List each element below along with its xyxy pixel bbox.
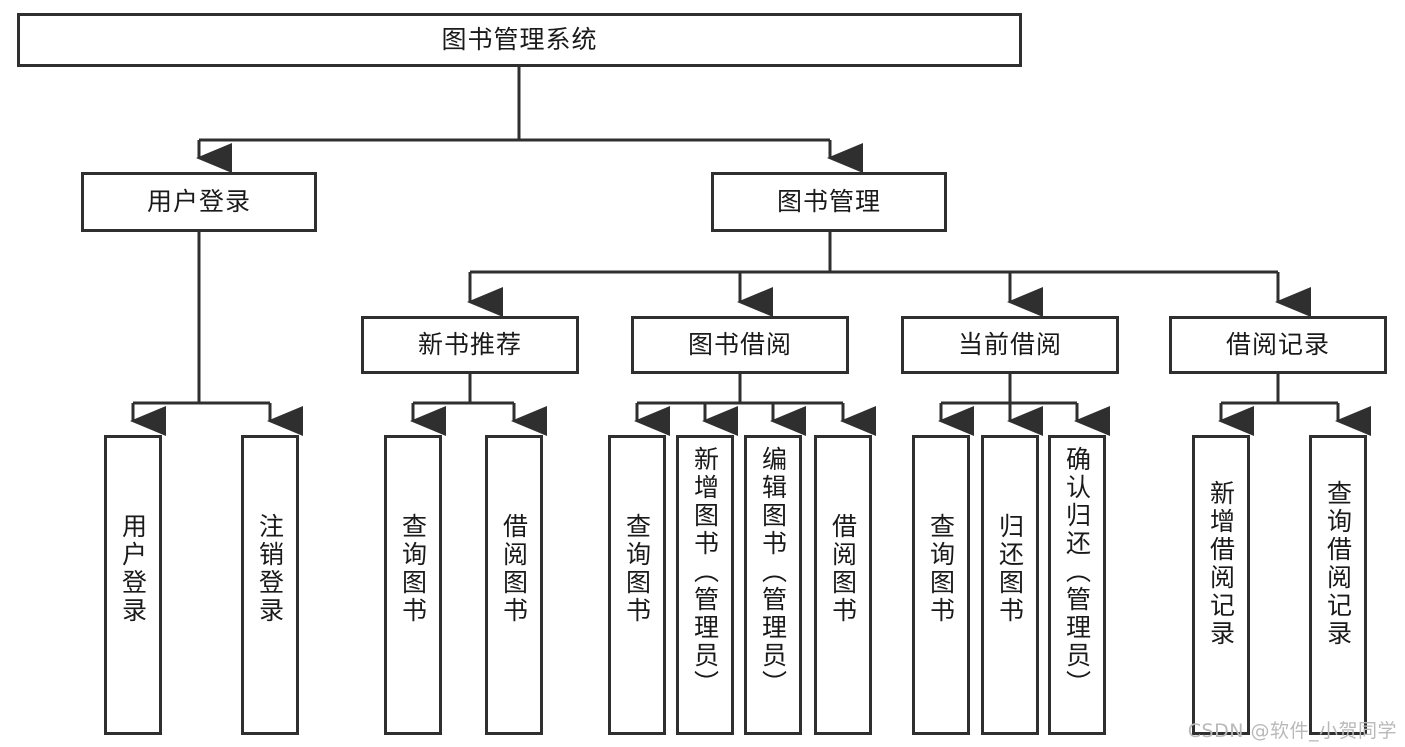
leaf-record-add-record[interactable]: 新增借阅记录 — [1192, 435, 1250, 735]
node-label: 图书管理 — [776, 187, 881, 217]
node-label: 归还图书 — [995, 513, 1025, 625]
node-user-login[interactable]: 用户登录 — [81, 172, 317, 232]
node-label: 用户登录 — [118, 513, 148, 625]
leaf-user-login-signout[interactable]: 注销登录 — [241, 435, 299, 735]
leaf-record-query-record[interactable]: 查询借阅记录 — [1309, 435, 1367, 735]
node-label: 新书推荐 — [417, 330, 522, 360]
node-book-management[interactable]: 图书管理 — [711, 172, 947, 232]
node-book-borrow[interactable]: 图书借阅 — [631, 316, 849, 374]
node-label: 查询图书 — [622, 513, 652, 625]
node-label: 借阅记录 — [1225, 330, 1330, 360]
node-borrow-record[interactable]: 借阅记录 — [1169, 316, 1387, 374]
node-label: 图书管理系统 — [441, 25, 598, 55]
leaf-current-query-book[interactable]: 查询图书 — [912, 435, 970, 735]
node-new-book-recommend[interactable]: 新书推荐 — [361, 316, 579, 374]
leaf-current-confirm-return-admin[interactable]: 确认归还（管理员） — [1048, 435, 1106, 735]
node-root-system[interactable]: 图书管理系统 — [17, 13, 1022, 67]
node-label: 当前借阅 — [957, 330, 1062, 360]
node-label: 编辑图书（管理员） — [758, 446, 788, 698]
leaf-new-book-borrow[interactable]: 借阅图书 — [485, 435, 543, 735]
leaf-new-book-query[interactable]: 查询图书 — [384, 435, 442, 735]
node-label: 查询图书 — [398, 513, 428, 625]
leaf-borrow-add-book-admin[interactable]: 新增图书（管理员） — [676, 435, 734, 735]
node-label: 新增借阅记录 — [1206, 480, 1236, 648]
leaf-current-return-book[interactable]: 归还图书 — [981, 435, 1039, 735]
leaf-borrow-edit-book-admin[interactable]: 编辑图书（管理员） — [744, 435, 802, 735]
node-label: 新增图书（管理员） — [690, 446, 720, 698]
node-label: 借阅图书 — [499, 513, 529, 625]
leaf-user-login-signin[interactable]: 用户登录 — [104, 435, 162, 735]
node-current-borrow[interactable]: 当前借阅 — [901, 316, 1119, 374]
node-label: 确认归还（管理员） — [1062, 446, 1092, 698]
node-label: 借阅图书 — [828, 513, 858, 625]
node-label: 查询借阅记录 — [1323, 480, 1353, 648]
node-label: 注销登录 — [255, 513, 285, 625]
node-label: 查询图书 — [926, 513, 956, 625]
node-label: 用户登录 — [146, 187, 251, 217]
node-label: 图书借阅 — [687, 330, 792, 360]
leaf-borrow-borrow-book[interactable]: 借阅图书 — [814, 435, 872, 735]
csdn-watermark: CSDN @软件_小贺同学 — [1187, 720, 1397, 742]
leaf-borrow-query-book[interactable]: 查询图书 — [608, 435, 666, 735]
